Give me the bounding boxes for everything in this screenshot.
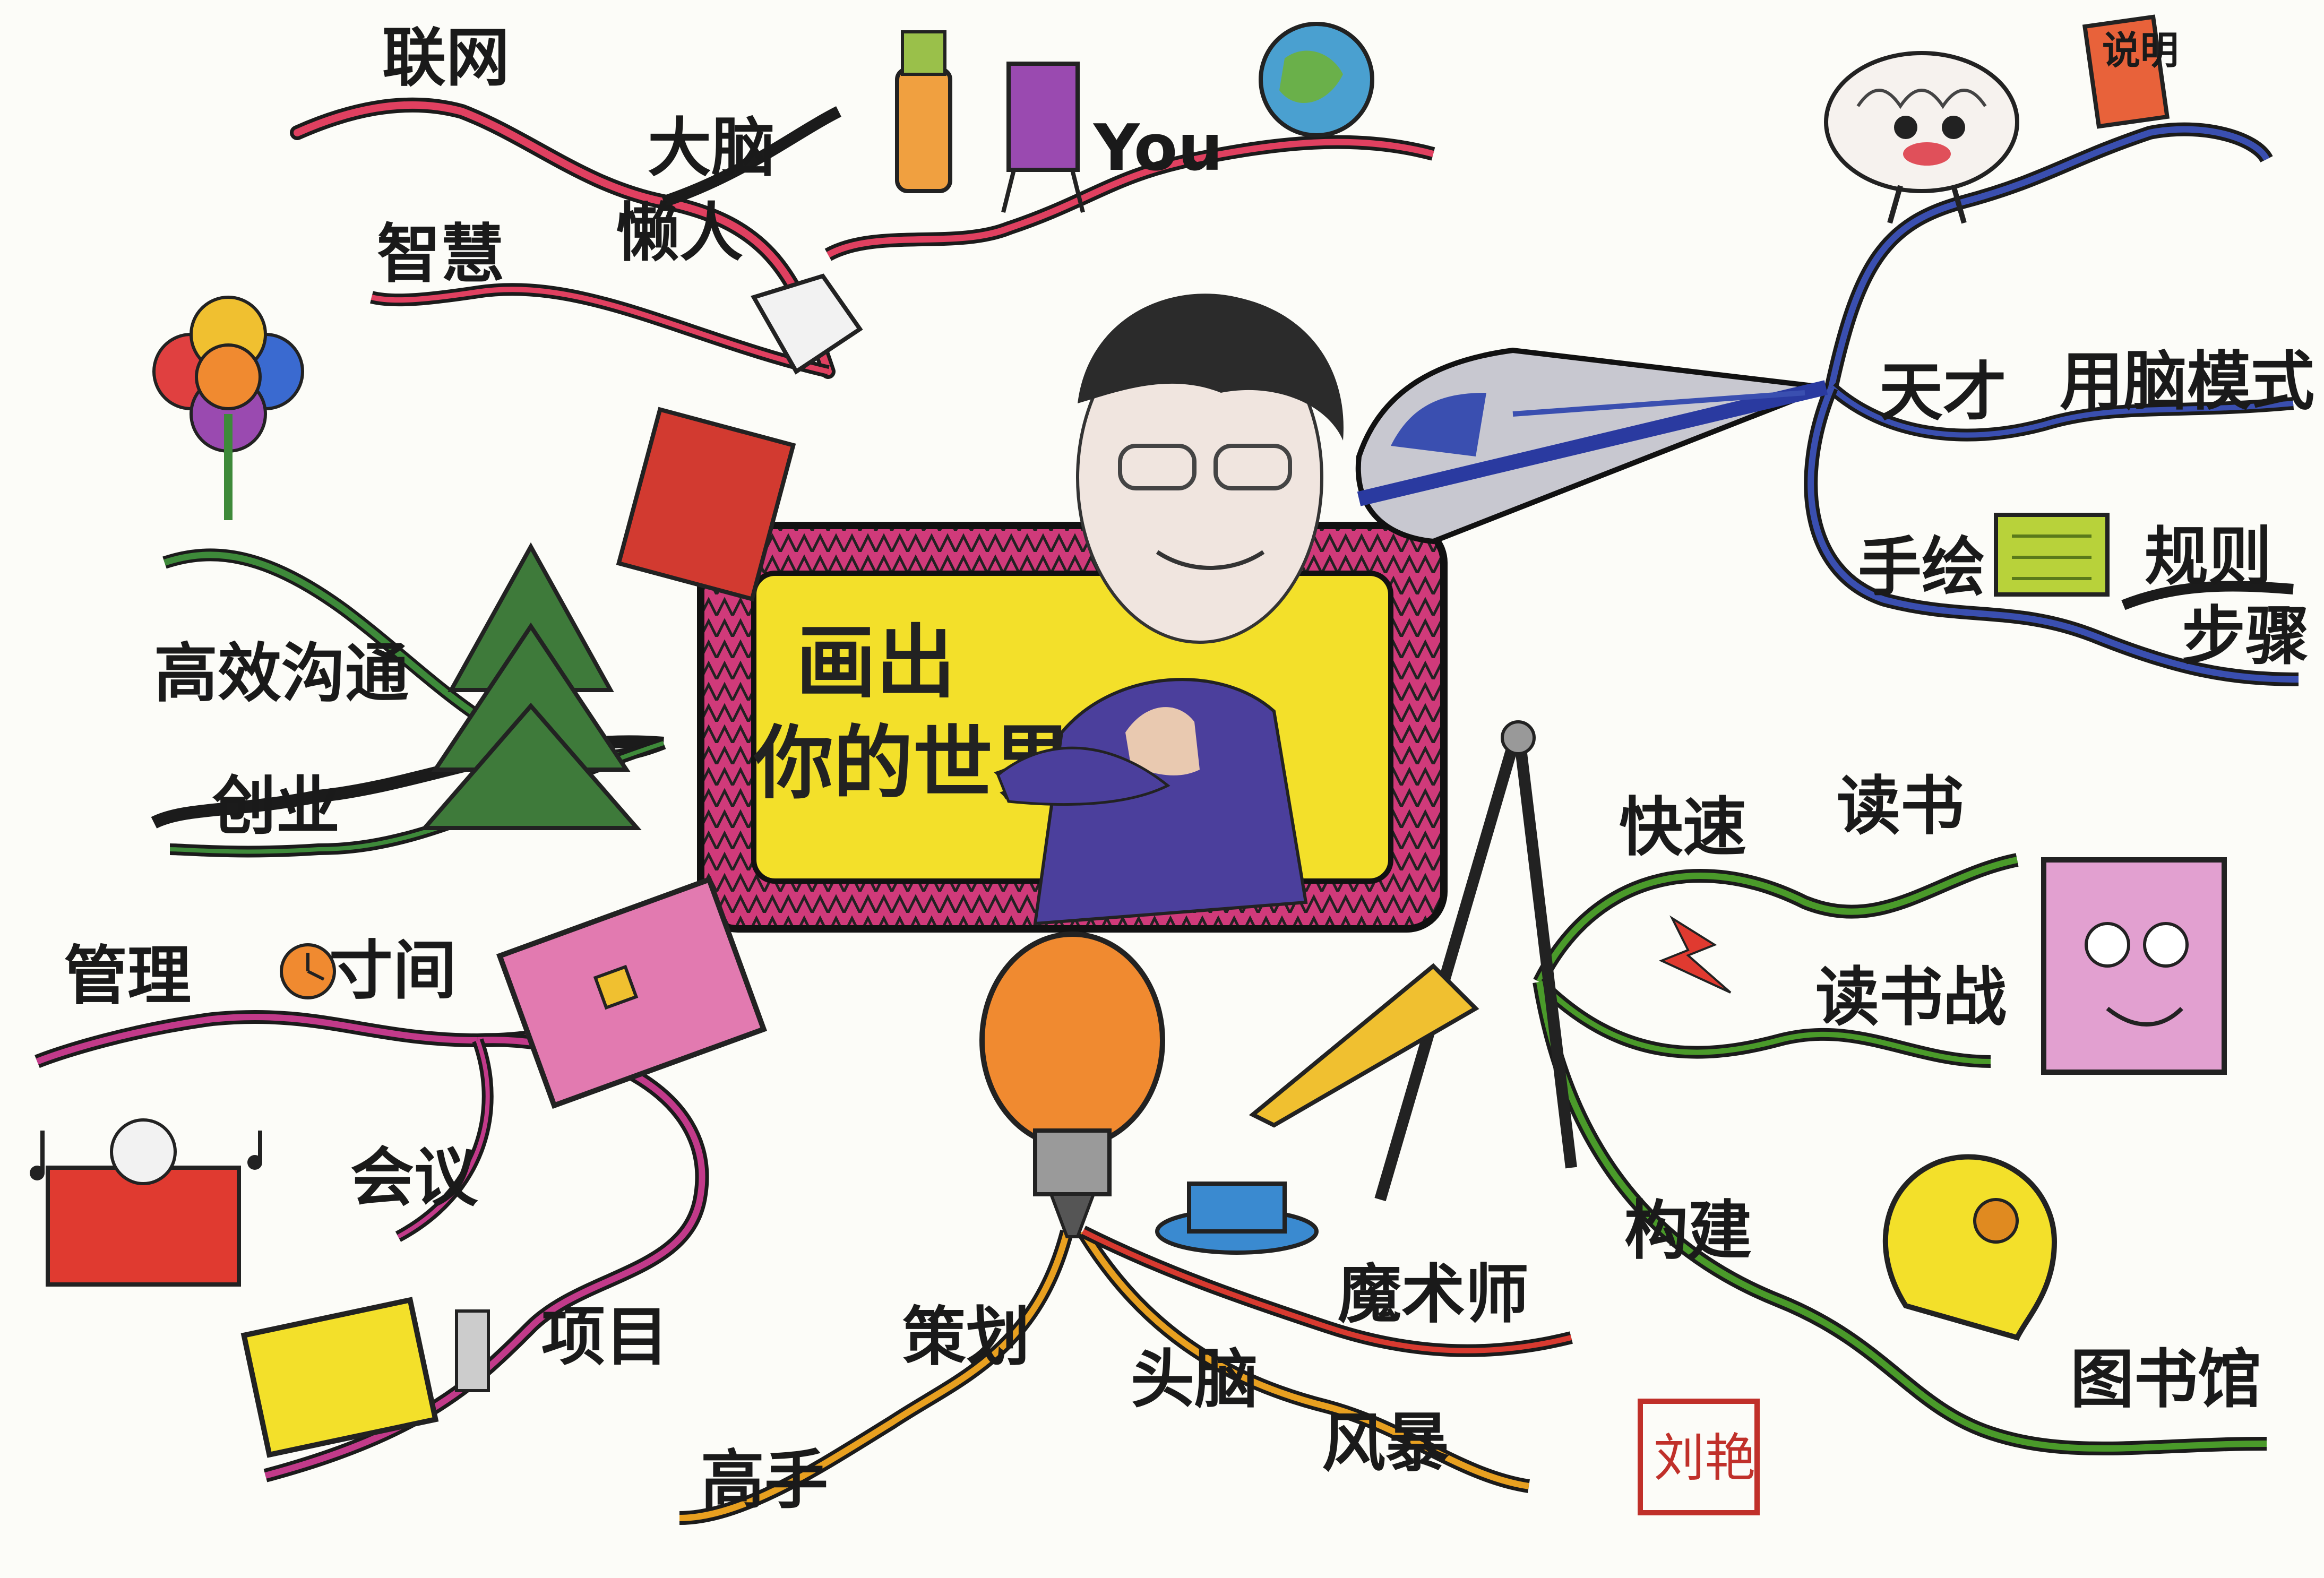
- stamp-seal-icon: 刘艳: [1638, 1399, 1760, 1515]
- label-zhihui: 智慧: [377, 218, 504, 291]
- train-icon: [1355, 347, 1828, 545]
- label-shouhui: 手绘: [1858, 531, 1985, 605]
- lightbulb-icon: [979, 932, 1165, 1238]
- branch-top: [290, 97, 1435, 379]
- label-lanren: 懒人: [616, 196, 743, 270]
- label-kuaisu: 快速: [1619, 791, 1746, 865]
- label-tushuguan: 图书馆: [2070, 1343, 2261, 1417]
- book-face-icon: [2041, 857, 2227, 1075]
- compass-icon: [1374, 720, 1577, 1202]
- label-tounao: 头脑: [1131, 1343, 1258, 1417]
- label-guize: 规则: [2145, 520, 2272, 594]
- branch-bottom: [679, 1226, 1573, 1525]
- music-note-icon: [30, 1131, 262, 1180]
- robot-cup-icon: [616, 273, 863, 602]
- label-goujian: 构建: [1624, 1194, 1752, 1268]
- ruler-icon: [1249, 963, 1479, 1128]
- label-dushu: 读书: [1837, 770, 1964, 843]
- label-lianwang: 联网: [382, 21, 510, 95]
- label-tiancai: 天才: [1879, 356, 2007, 429]
- toothpaste-icon: [895, 30, 952, 193]
- branch-right-top: [1804, 122, 2299, 686]
- label-gaoxiao-goutong: 高效沟通: [154, 637, 409, 711]
- lightning-icon: [1658, 915, 1732, 994]
- label-chuangye: 创业: [212, 770, 340, 843]
- stamp-text: 刘艳: [1654, 1428, 1755, 1488]
- hat-icon: [1155, 1182, 1319, 1255]
- brain-icon: [1824, 51, 2019, 224]
- label-gaoshou: 高手: [701, 1444, 828, 1517]
- label-shijian: 寸间: [329, 934, 457, 1008]
- center-title-line1: 画出: [796, 617, 956, 709]
- label-fengbao: 风暴: [1322, 1407, 1449, 1480]
- label-xiangmu: 项目: [541, 1300, 669, 1374]
- head-gears-icon: [1882, 1154, 2058, 1341]
- tree-icon: [420, 542, 642, 830]
- label-cehua: 策划: [902, 1300, 1030, 1374]
- book-character-icon: [46, 1118, 241, 1287]
- book-note-icon: 说明: [2082, 14, 2179, 129]
- label-guanli: 管理: [64, 939, 191, 1013]
- easel-icon: [1001, 62, 1085, 213]
- briefcase-icon: [496, 876, 768, 1109]
- label-yongnao-moshi: 用脑模式: [2060, 345, 2314, 419]
- branch-right-bottom: [1533, 853, 2267, 1455]
- label-huiyi: 会议: [350, 1141, 478, 1215]
- label-buzhou: 步骤: [2182, 600, 2309, 674]
- monitor-icon: [240, 1297, 490, 1458]
- flower-icon: [152, 296, 304, 520]
- label-moshushi: 魔术师: [1338, 1258, 1529, 1332]
- note-label: 说明: [2102, 28, 2179, 73]
- label-dushuzhan: 读书战: [1815, 961, 2007, 1034]
- clock-icon: [280, 943, 336, 999]
- chip-icon: [1994, 513, 2110, 597]
- person-photo-icon: [996, 294, 1344, 926]
- globe-icon: [1259, 22, 1374, 137]
- you-label: You: [1092, 111, 1223, 185]
- label-danao: 大脑: [648, 111, 775, 185]
